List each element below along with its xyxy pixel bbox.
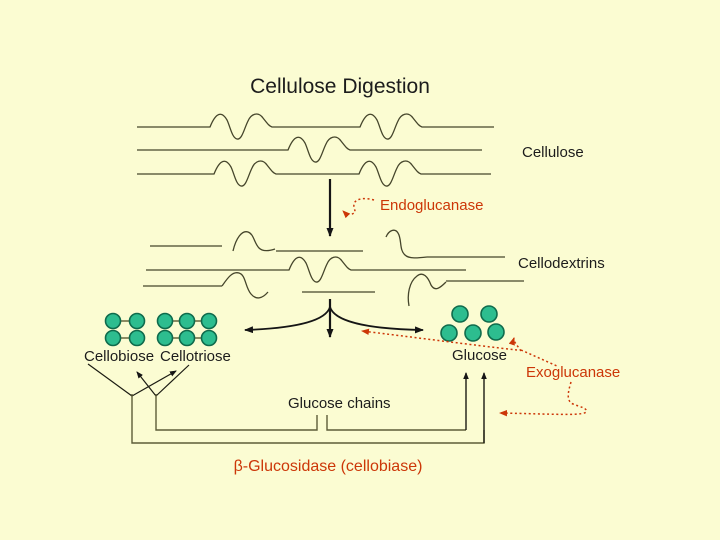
cellodextrin-fragment: [407, 273, 447, 307]
bracket-inner-left: [155, 394, 318, 431]
cellobiose-assignment-arrow: [136, 371, 157, 397]
glucose-unit-circle: [480, 305, 498, 323]
cross-line-right: [155, 364, 190, 397]
cellodextrins-label: Cellodextrins: [518, 255, 605, 272]
cellulose-strand: [137, 113, 494, 140]
product-assignment-arrows: [87, 363, 190, 397]
glucose-unit-circle: [156, 329, 174, 347]
glucose-unit-circle: [440, 324, 458, 342]
endoglucanase-label: Endoglucanase: [380, 197, 484, 214]
cellotriose-label: Cellotriose: [160, 348, 231, 365]
beta-glucosidase-label: β-Glucosidase (cellobiase): [233, 458, 423, 475]
cellobiose-label: Cellobiose: [84, 348, 155, 365]
glucose-unit-circle: [156, 312, 174, 330]
cellodextrin-fragment: [385, 229, 428, 259]
glucose-unit-circle: [178, 329, 196, 347]
glucose-unit-circle: [451, 305, 469, 323]
glucose-unit-circle: [104, 329, 122, 347]
cellulose-strands: [137, 113, 494, 187]
branch-arrow-left: [244, 306, 331, 334]
branch-arrow-right: [329, 306, 424, 334]
cellobiose-molecule: [104, 312, 146, 347]
cellodextrin-fragment: [221, 272, 269, 299]
exoglucanase-pointer-to-bracket: [499, 381, 588, 417]
glucose-unit-circle: [128, 329, 146, 347]
cellodextrin-fragments: [143, 229, 524, 307]
cellulose-strand: [137, 136, 482, 163]
endoglucanase-pointer-dotted-arrow: [342, 197, 375, 219]
cellodextrin-fragment: [146, 256, 466, 283]
cellodextrin-fragment: [232, 231, 276, 252]
exoglucanase-link-line: [520, 349, 558, 367]
slide-title: Cellulose Digestion: [250, 75, 430, 98]
cellotriose-molecule: [156, 312, 218, 347]
glucose-unit-circle: [200, 329, 218, 347]
cellulose-label: Cellulose: [522, 144, 584, 161]
bracket-inner-right: [326, 415, 466, 431]
cellulose-strand: [137, 160, 491, 187]
exoglucanase-pointers: [361, 328, 588, 417]
free-glucose-units: [440, 305, 505, 342]
glucose-unit-circle: [464, 324, 482, 342]
exoglucanase-pointer-to-junction: [361, 328, 518, 351]
exoglucanase-pointer-to-glucose: [508, 337, 522, 352]
glucose-unit-circle: [178, 312, 196, 330]
glucose-unit-circle: [104, 312, 122, 330]
glucose-unit-circle: [487, 323, 505, 341]
glucose-unit-circle: [200, 312, 218, 330]
cellotriose-assignment-arrow: [131, 370, 177, 397]
glucose-unit-circle: [128, 312, 146, 330]
glucose-label: Glucose: [452, 347, 508, 364]
glucose-chains-label: Glucose chains: [288, 395, 391, 412]
exoglucanase-label: Exoglucanase: [526, 364, 621, 381]
cross-line-left: [87, 363, 133, 397]
